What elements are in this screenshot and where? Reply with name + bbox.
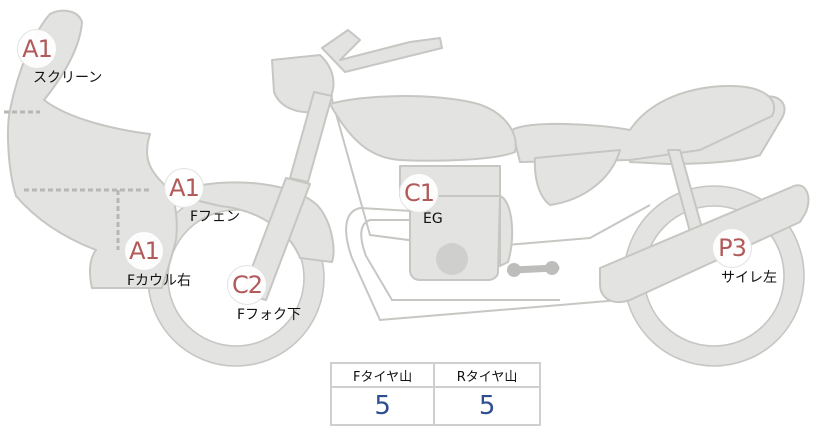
marker-grade: C2 <box>231 271 263 299</box>
part-label-engine: EG <box>423 211 443 227</box>
marker-front-fork-lower: C2 <box>227 265 267 305</box>
part-label-front-fork-lower: Fフォク下 <box>237 307 302 323</box>
fuel-tank <box>329 95 517 162</box>
marker-silencer-left: P3 <box>712 228 752 268</box>
rear-tire-header: Rタイヤ山 <box>433 362 541 388</box>
part-label-screen: スクリーン <box>33 70 103 86</box>
part-label-silencer-left: サイレ左 <box>721 270 777 286</box>
table-header-row: Fタイヤ山 Rタイヤ山 <box>329 362 541 388</box>
marker-grade: A1 <box>129 237 160 265</box>
footpeg <box>507 261 560 277</box>
side-cover <box>533 149 621 206</box>
seat <box>511 85 775 163</box>
marker-screen: A1 <box>17 29 57 69</box>
exhaust-pipe-lower <box>360 219 560 301</box>
rear-tire-value: 5 <box>433 386 541 426</box>
marker-grade: C1 <box>403 179 435 207</box>
marker-grade: P3 <box>718 234 747 262</box>
marker-grade: A1 <box>169 174 200 202</box>
table-value-row: 5 5 <box>329 386 541 426</box>
marker-grade: A1 <box>22 35 53 63</box>
exhaust-pipe <box>345 206 621 322</box>
handlebar <box>321 29 443 73</box>
part-label-front-fender: Fフェン <box>190 209 241 225</box>
marker-engine: C1 <box>399 173 439 213</box>
tire-tread-table: Fタイヤ山 Rタイヤ山 5 5 <box>329 362 541 426</box>
front-fork-upper <box>289 91 333 183</box>
part-label-front-cowl-right: Fカウル右 <box>127 273 192 289</box>
marker-front-cowl-right: A1 <box>124 231 164 271</box>
muffler <box>599 184 810 303</box>
marker-front-fender: A1 <box>164 168 204 208</box>
fairing <box>7 9 178 289</box>
front-tire-value: 5 <box>329 386 436 426</box>
front-tire-header: Fタイヤ山 <box>329 362 436 388</box>
